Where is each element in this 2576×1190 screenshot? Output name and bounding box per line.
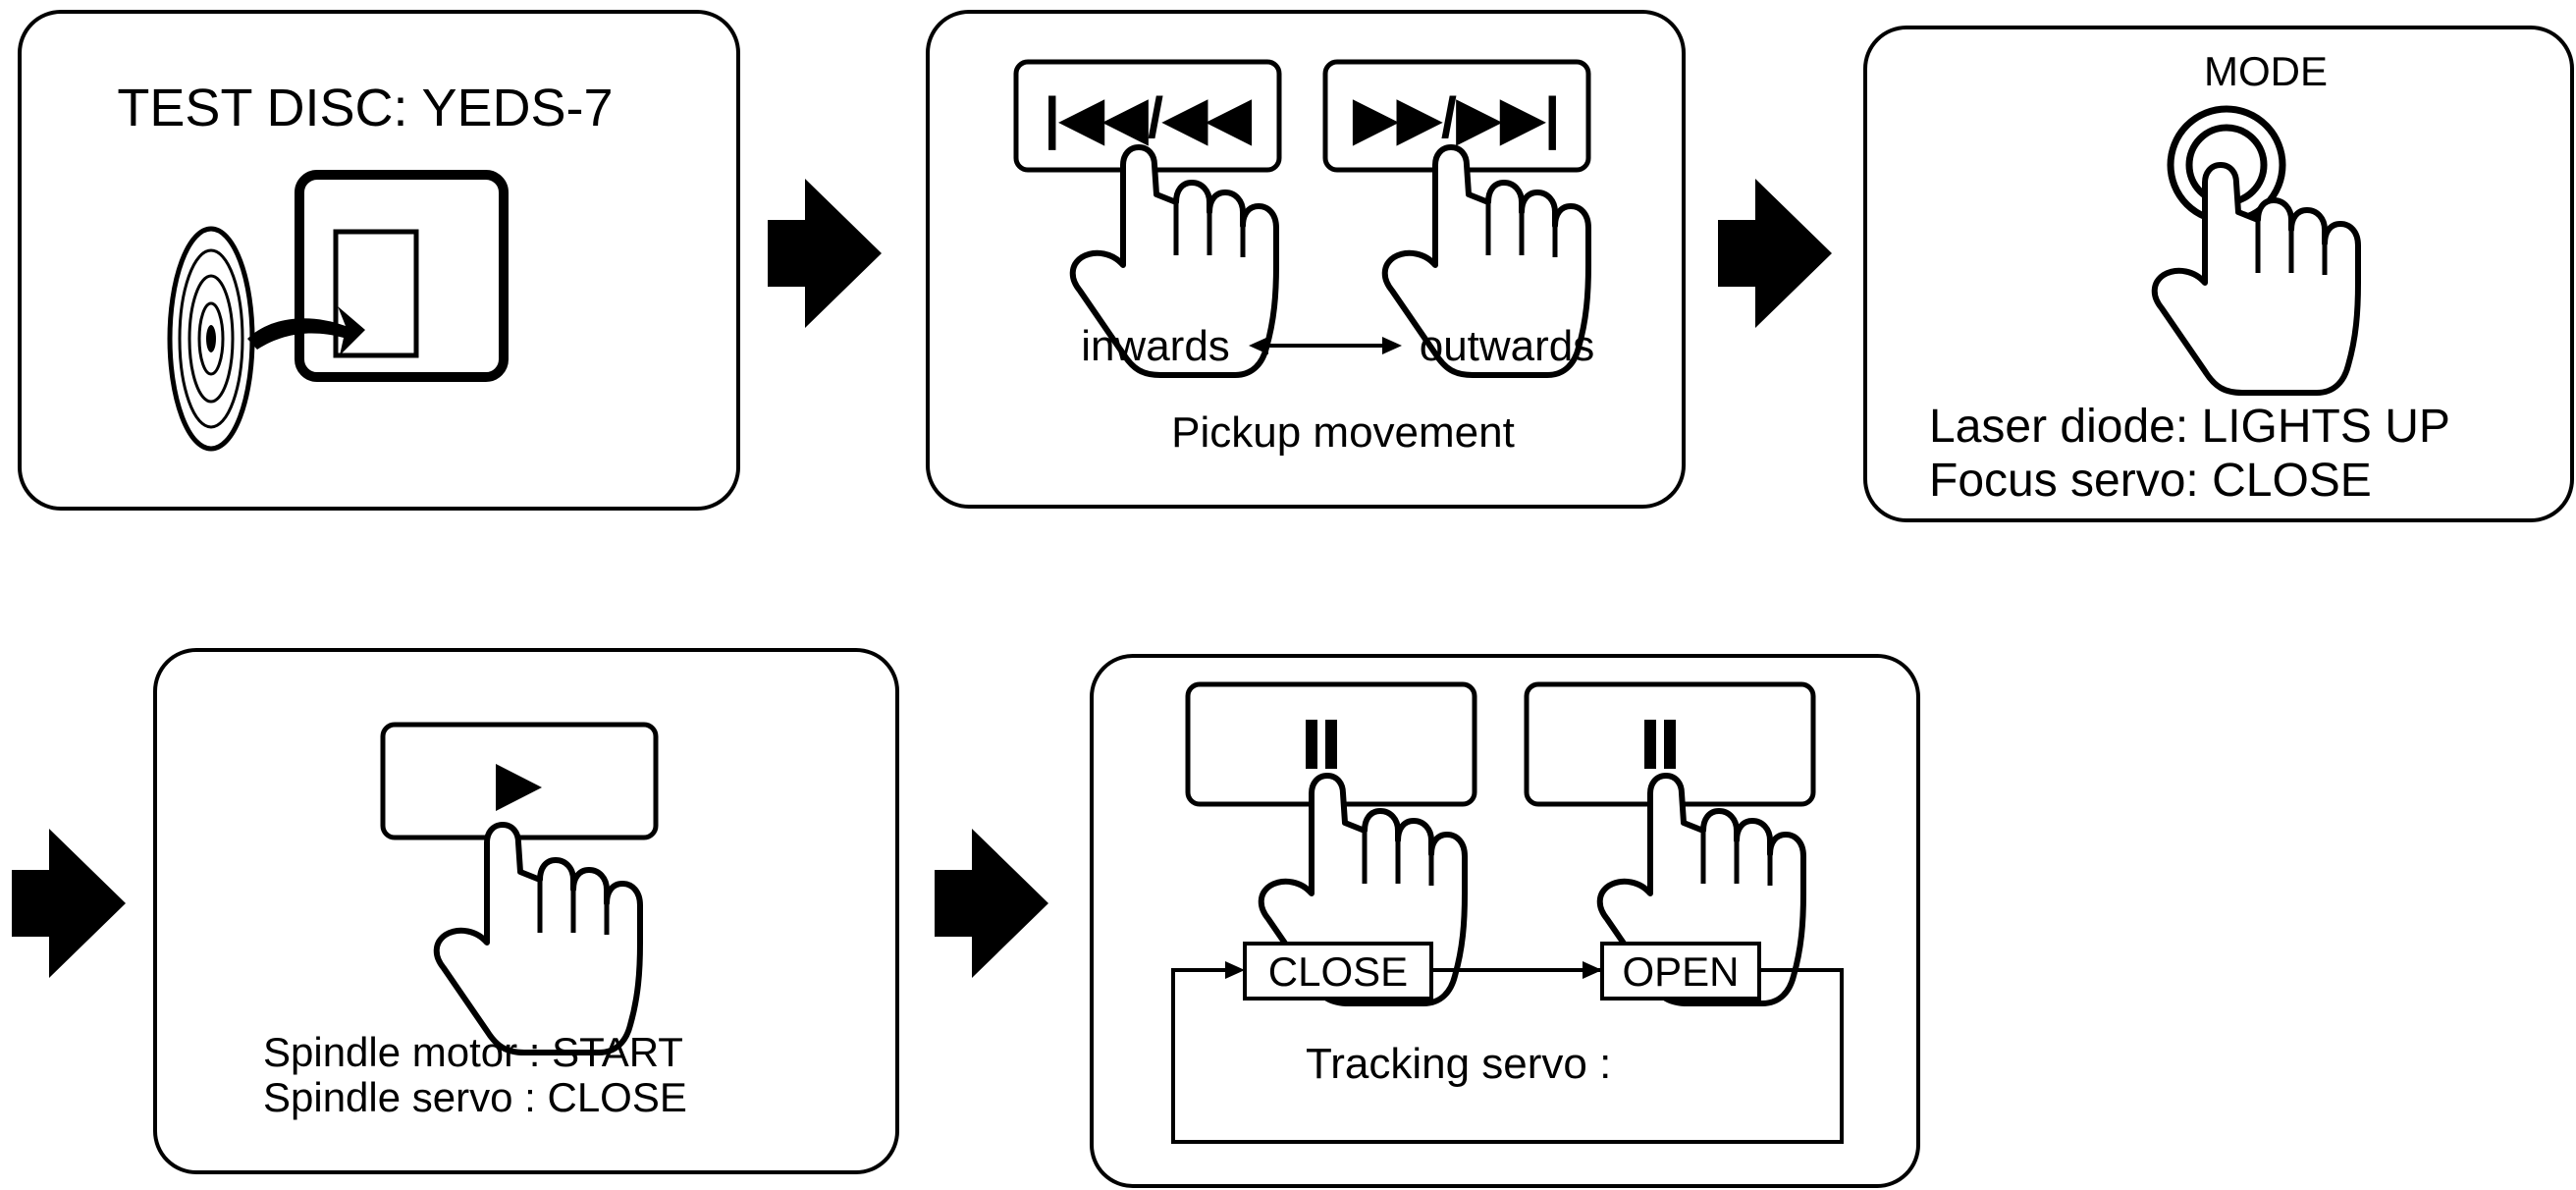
play-icon [496,764,542,811]
step3-panel: MODE Laser diode: LIGHTS UP Focus servo:… [1863,26,2574,522]
disc-icon [167,226,255,452]
flow-arrow-icon [1718,179,1832,328]
step5-panel: CLOSE OPEN Tracking servo : [1090,654,1920,1188]
pause-icon [1644,720,1676,769]
tracking-servo-caption: Tracking servo : [1306,1040,1611,1088]
skip-forward-button: ▶▶/▶▶| [1322,59,1591,173]
open-state-box: OPEN [1600,942,1761,1001]
step1-panel: TEST DISC: YEDS-7 [18,10,740,511]
player-unit-icon [247,170,509,382]
step1-title: TEST DISC: YEDS-7 [117,79,613,137]
flow-arrow-icon [12,829,126,978]
double-arrow-icon [1249,337,1402,354]
open-state-label: OPEN [1622,948,1739,995]
close-state-label: CLOSE [1268,948,1408,995]
pause-icon [1306,720,1337,769]
step2-panel: |◀◀/◀◀ ▶▶/▶▶| inwards outwards Pickup mo… [926,10,1686,509]
spindle-motor-line: Spindle motor : START [263,1029,683,1075]
flow-arrow-icon [935,829,1048,978]
skip-forward-label: ▶▶/▶▶| [1353,86,1561,150]
laser-diode-line: Laser diode: LIGHTS UP [1929,401,2450,453]
play-button [380,722,659,840]
skip-back-label: |◀◀/◀◀ [1045,86,1253,150]
close-state-box: CLOSE [1243,942,1433,1001]
flow-arrow-icon [768,179,882,328]
outwards-label: outwards [1420,322,1595,370]
pickup-movement-caption: Pickup movement [1171,408,1515,457]
tracking-loop [1171,961,1844,1144]
spindle-servo-line: Spindle servo : CLOSE [263,1074,687,1120]
mode-label: MODE [2204,48,2328,94]
skip-back-button: |◀◀/◀◀ [1013,59,1282,173]
focus-servo-line: Focus servo: CLOSE [1929,455,2372,507]
step4-panel: Spindle motor : START Spindle servo : CL… [153,648,899,1174]
inwards-label: inwards [1081,322,1230,370]
